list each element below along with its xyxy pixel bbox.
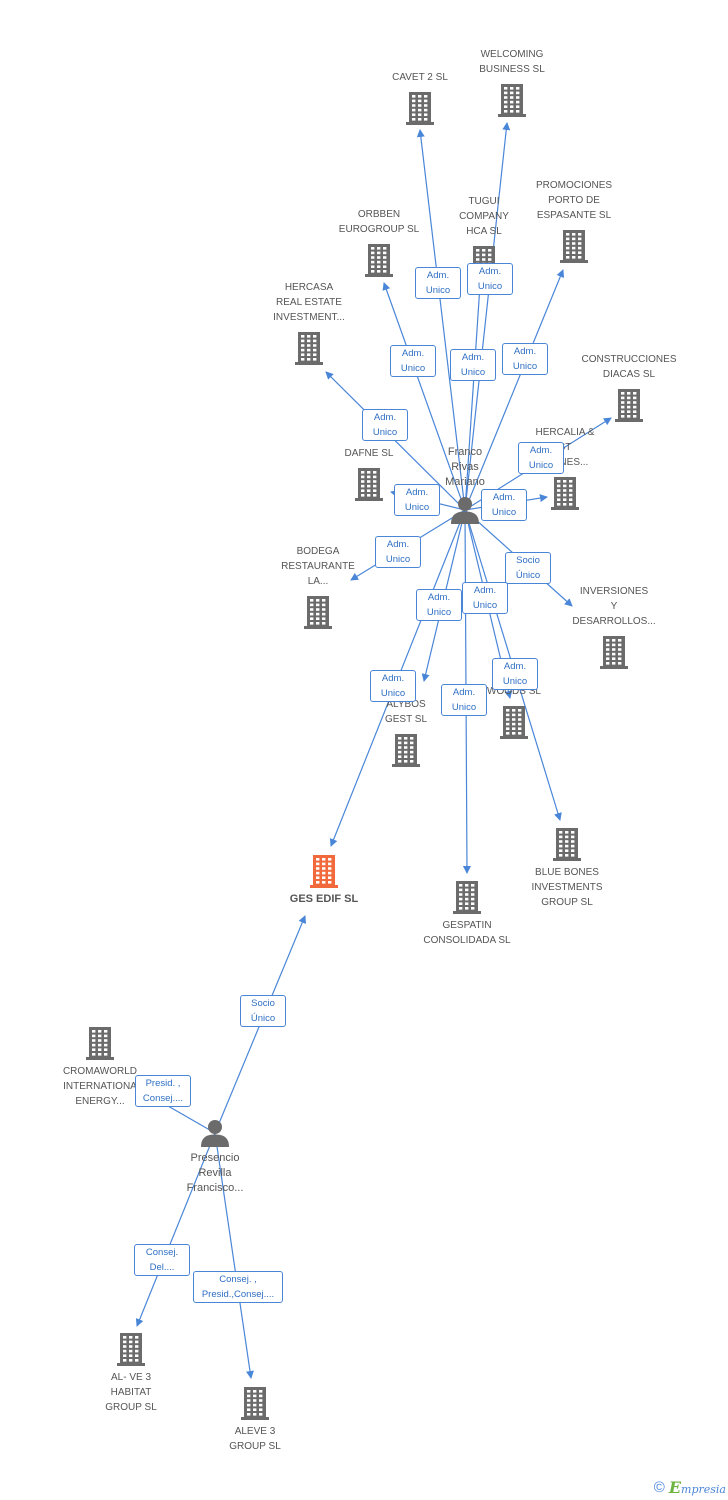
company-icon[interactable] [293, 331, 325, 370]
company-icon[interactable] [84, 1026, 116, 1065]
edge-label-franco-hercasa[interactable]: Adm. Unico [362, 409, 408, 441]
brand-logo: Empresia [669, 1478, 726, 1497]
edge-label-franco-welcoming[interactable]: Adm. Unico [467, 263, 513, 295]
edge-label-franco-tugui[interactable]: Adm. Unico [450, 349, 496, 381]
company-icon[interactable] [551, 827, 583, 866]
node-label-hercalia[interactable]: HERCALIA & ST CIONES... [535, 427, 595, 468]
node-label-hercasa[interactable]: HERCASA REAL ESTATE INVESTMENT... [273, 282, 345, 323]
node-label-aleve3[interactable]: ALEVE 3 GROUP SL [229, 1426, 281, 1452]
node-label-bluebones[interactable]: BLUE BONES INVESTMENTS GROUP SL [531, 867, 603, 908]
node-label-woods[interactable]: WOODS SL [487, 686, 541, 697]
person-icon[interactable] [450, 496, 480, 529]
company-icon[interactable] [498, 705, 530, 744]
edge-presencio-aleve3 [214, 1132, 254, 1379]
person-icon[interactable] [200, 1119, 230, 1152]
node-label-gespatin[interactable]: GESPATIN CONSOLIDADA SL [423, 920, 511, 946]
edge-label-presencio-alve3[interactable]: Consej. Del.... [134, 1244, 190, 1276]
company-icon[interactable] [363, 243, 395, 282]
edge-label-franco-gespatin[interactable]: Adm. Unico [441, 684, 487, 716]
node-label-tugui[interactable]: TUGUI COMPANY HCA SL [459, 196, 509, 237]
company-icon[interactable] [115, 1332, 147, 1371]
company-icon[interactable] [239, 1386, 271, 1425]
node-label-welcoming[interactable]: WELCOMING BUSINESS SL [479, 49, 545, 75]
node-label-dafne[interactable]: DAFNE SL [344, 448, 394, 459]
brand-name: mpresia [681, 1482, 726, 1496]
node-label-cromaworld[interactable]: CROMAWORLD INTERNATIONA ENERGY... [62, 1066, 138, 1107]
edge-label-franco-construcciones[interactable]: Adm. Unico [518, 442, 564, 474]
edge-label-presencio-cromaworld[interactable]: Presid. , Consej.... [135, 1075, 191, 1107]
edge-label-franco-woods[interactable]: Adm. Unico [492, 658, 538, 690]
node-label-construcciones[interactable]: CONSTRUCCIONES DIACAS SL [581, 354, 677, 380]
edge-label-presencio-aleve3[interactable]: Consej. , Presid.,Consej.... [193, 1271, 283, 1303]
company-icon[interactable] [598, 635, 630, 674]
company-icon[interactable] [302, 595, 334, 634]
edge-franco-promociones [464, 269, 565, 511]
node-label-inversiones[interactable]: INVERSIONES Y DESARROLLOS... [572, 586, 656, 627]
edge-label-presencio-gesedif[interactable]: Socio Único [240, 995, 286, 1027]
edge-label-franco-orbben[interactable]: Adm. Unico [390, 345, 436, 377]
node-label-promociones[interactable]: PROMOCIONES PORTO DE ESPASANTE SL [535, 180, 613, 221]
node-label-cavet[interactable]: CAVET 2 SL [392, 72, 448, 83]
brand-initial: E [668, 1477, 682, 1497]
company-icon[interactable] [404, 91, 436, 130]
node-label-presencio[interactable]: Presencio Revilla Francisco... [186, 1152, 244, 1194]
company-icon[interactable] [353, 467, 385, 506]
node-label-orbben[interactable]: ORBBEN EUROGROUP SL [338, 209, 420, 235]
edge-label-franco-inversiones[interactable]: Socio Único [505, 552, 551, 584]
edge-franco-orbben [382, 282, 466, 511]
edge-franco-tugui [464, 284, 484, 511]
node-label-alve3[interactable]: AL- VE 3 HABITAT GROUP SL [105, 1372, 157, 1413]
edge-label-franco-alybos[interactable]: Adm. Unico [416, 589, 462, 621]
footer-brand: © Empresia [654, 1476, 726, 1498]
node-label-gesedif[interactable]: GES EDIF SL [289, 893, 359, 905]
company-icon[interactable] [390, 733, 422, 772]
company-icon[interactable] [613, 388, 645, 427]
edge-franco-welcoming [464, 122, 511, 511]
edge-label-franco-promociones[interactable]: Adm. Unico [502, 343, 548, 375]
copyright-icon: © [653, 1478, 665, 1496]
edge-label-franco-hercalia[interactable]: Adm. Unico [481, 489, 527, 521]
edge-franco-cavet [416, 129, 466, 511]
edge-presencio-alve3 [135, 1132, 216, 1327]
edge-label-franco-bluebones[interactable]: Adm. Unico [462, 582, 508, 614]
focus-company-icon[interactable] [308, 854, 340, 893]
company-icon[interactable] [451, 880, 483, 919]
edge-label-franco-dafne[interactable]: Adm. Unico [394, 484, 440, 516]
company-icon[interactable] [496, 83, 528, 122]
edge-label-franco-cavet[interactable]: Adm. Unico [415, 267, 461, 299]
edge-label-franco-bodega[interactable]: Adm. Unico [375, 536, 421, 568]
company-icon[interactable] [558, 229, 590, 268]
company-icon[interactable] [549, 476, 581, 515]
node-label-bodega[interactable]: BODEGA RESTAURANTE LA... [281, 546, 355, 587]
node-label-franco[interactable]: Franco Rivas Mariano [445, 446, 485, 488]
edge-franco-hercasa [325, 371, 466, 511]
edge-label-franco-gesedif[interactable]: Adm. Unico [370, 670, 416, 702]
